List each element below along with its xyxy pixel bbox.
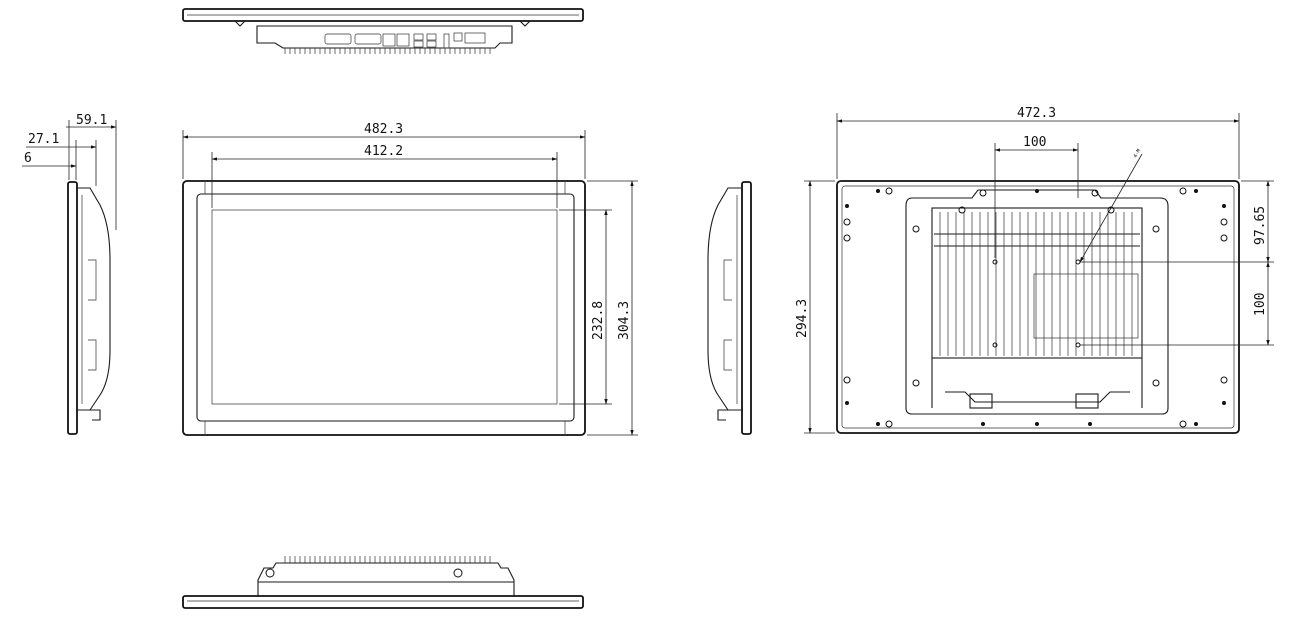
- bottom-body-outline: [257, 562, 515, 596]
- dim-display-height: 232.8: [591, 301, 606, 340]
- rear-cover-outline: [905, 189, 1169, 415]
- display-area: [211, 209, 558, 405]
- heatsink-area: [931, 207, 1143, 359]
- terminal-block: [464, 32, 486, 44]
- screw-callout: 4-M: [1133, 148, 1143, 159]
- lan-port-1: [382, 33, 396, 47]
- left-side-view: 59.1 27.1 6: [22, 113, 117, 435]
- top-view-frame: [182, 8, 584, 22]
- io-panel-outline: [256, 25, 513, 49]
- rear-heatsink-fins: [939, 212, 1133, 356]
- front-glass: [196, 193, 575, 422]
- dim-depth-mid: 27.1: [28, 132, 59, 147]
- power-jack: [453, 32, 463, 42]
- usb-port-3: [426, 33, 437, 41]
- dim-vesa-h: 100: [1023, 135, 1046, 150]
- front-view: 482.3 412.2 232.8 304.3: [182, 122, 638, 436]
- usb-port-2: [413, 40, 424, 48]
- right-side-bezel: [741, 181, 752, 435]
- usb-port-1: [413, 33, 424, 41]
- serial-port-2: [354, 33, 382, 45]
- rear-port-left: [969, 393, 993, 409]
- top-heatsink-fins: [284, 48, 491, 54]
- left-side-body: [77, 187, 111, 411]
- right-side-view: [707, 181, 752, 435]
- front-bezel: [182, 180, 586, 436]
- right-side-body: [707, 187, 742, 411]
- dim-display-width: 412.2: [364, 144, 403, 159]
- bottom-heatsink-fins: [284, 556, 491, 563]
- dim-front-height: 304.3: [617, 301, 632, 340]
- top-view: [182, 8, 584, 54]
- dim-depth-total: 59.1: [76, 113, 107, 128]
- lan-port-2: [396, 33, 410, 47]
- rear-chassis: [836, 180, 1240, 434]
- usb-port-4: [426, 40, 437, 48]
- dim-vesa-v: 100: [1253, 293, 1268, 316]
- rear-port-right: [1075, 393, 1099, 409]
- bottom-view-frame: [182, 595, 584, 609]
- left-side-bezel: [67, 181, 78, 435]
- hdmi-port: [443, 33, 450, 49]
- bottom-view: [182, 556, 584, 609]
- dim-rear-width: 472.3: [1017, 106, 1056, 121]
- vesa-zone: [1033, 273, 1139, 339]
- rear-view: 4-M 472.3 100 294.3 97.65 100: [795, 106, 1274, 434]
- serial-port-1: [324, 33, 352, 45]
- dim-bezel: 6: [24, 151, 32, 166]
- dim-front-width: 482.3: [364, 122, 403, 137]
- dim-rear-height: 294.3: [795, 299, 810, 338]
- dim-rear-top-offset: 97.65: [1253, 206, 1268, 245]
